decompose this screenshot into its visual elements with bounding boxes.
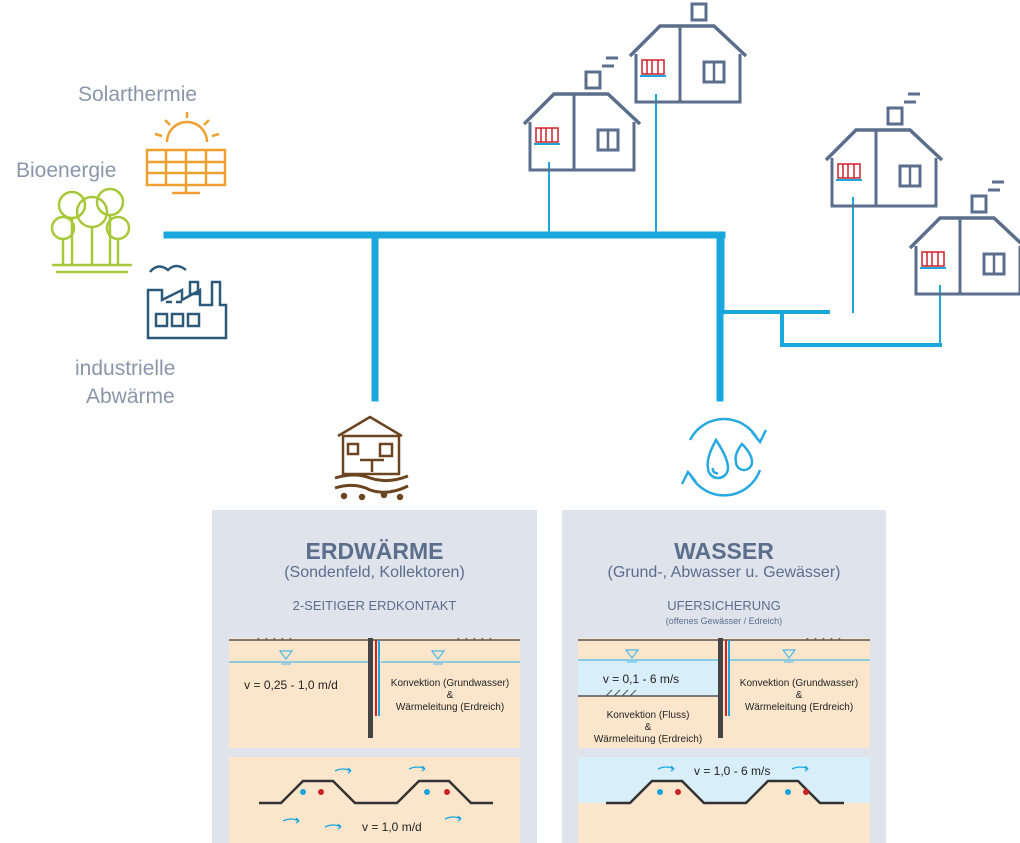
factory-icon [146,264,228,340]
main-pipe [163,94,942,402]
panel-erdwaerme: ERDWÄRME (Sondenfeld, Kollektoren) 2-SEI… [212,510,537,843]
house-icon [908,180,1020,296]
riverbed-section [578,757,870,843]
panel-subtitle: (Grund-, Abwasser u. Gewässer) [607,564,841,581]
convection-amp: & [446,690,454,701]
house-icon [522,56,642,172]
sun-solar-panel-icon [145,112,227,195]
river-line1: Konvektion (Fluss) [606,710,690,721]
bioenergie-label: Bioenergie [16,159,117,182]
convection-line2: Wärmeleitung (Erdreich) [744,702,854,713]
solarthermie-label: Solarthermie [78,83,198,106]
house-icon [824,92,944,208]
wall-cross-section [229,638,520,748]
panel-title: WASSER [674,538,774,564]
convection-amp: & [795,690,803,701]
velocity-top: v = 0,25 - 1,0 m/d [244,678,338,692]
water-cycle-icon [680,417,768,497]
trees-icon [50,187,132,274]
panel-subtitle: (Sondenfeld, Kollektoren) [284,564,465,581]
panel-title: ERDWÄRME [305,538,444,564]
panel-wasser: WASSER (Grund-, Abwasser u. Gewässer) UF… [562,510,886,843]
convection-line1: Konvektion (Grundwasser) [390,678,510,689]
trench-section [229,757,520,843]
panel-heading-note: (offenes Gewässer / Edreich) [665,616,783,626]
panel-heading: 2-SEITIGER ERDKONTAKT [292,598,457,613]
earth-house-icon [334,415,409,501]
convection-line1: Konvektion (Grundwasser) [739,678,859,689]
industrial-label-line1: industrielle [75,357,176,380]
industrial-label-line2: Abwärme [86,385,175,408]
river-line2: Wärmeleitung (Erdreich) [593,734,703,745]
river-amp: & [644,722,652,733]
velocity-bottom: v = 1,0 - 6 m/s [694,764,771,778]
riverbank-section [578,638,870,748]
house-icon [628,0,748,104]
panel-heading: UFERSICHERUNG [667,598,781,613]
convection-line2: Wärmeleitung (Erdreich) [395,702,505,713]
velocity-bottom: v = 1,0 m/d [362,820,422,834]
velocity-top: v = 0,1 - 6 m/s [602,672,680,686]
